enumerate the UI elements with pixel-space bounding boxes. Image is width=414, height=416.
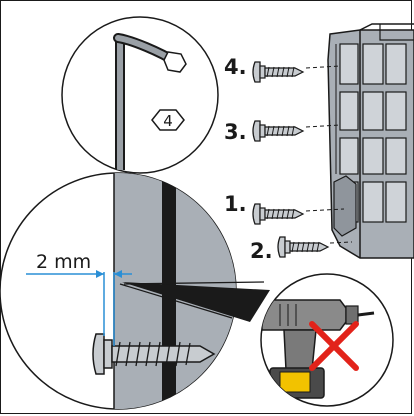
step-label-4: 4. bbox=[224, 55, 247, 79]
screw-thread bbox=[286, 208, 290, 220]
screw-thread bbox=[266, 208, 270, 220]
screw-thread bbox=[281, 125, 285, 137]
screw-thread bbox=[291, 125, 295, 137]
screw-thread bbox=[316, 241, 320, 253]
step-label-3: 3. bbox=[224, 120, 247, 144]
screw-thread bbox=[271, 66, 275, 78]
screw-step-2 bbox=[277, 236, 330, 258]
screw-flange bbox=[259, 207, 266, 221]
appliance-back-panel bbox=[327, 23, 414, 259]
screw-thread bbox=[276, 208, 280, 220]
screw-thread bbox=[311, 241, 315, 253]
screw-flange bbox=[259, 65, 266, 79]
step-label-2: 2. bbox=[250, 239, 273, 263]
screw-head bbox=[277, 236, 286, 258]
screw-flange bbox=[284, 240, 291, 254]
screw-thread bbox=[281, 66, 285, 78]
screw-thread bbox=[276, 66, 280, 78]
screw-step-3 bbox=[252, 120, 305, 142]
screw-thread bbox=[291, 241, 295, 253]
gap-dimension-lines bbox=[26, 272, 132, 346]
screw-thread bbox=[306, 241, 310, 253]
screw-thread bbox=[291, 66, 295, 78]
screw-step-4 bbox=[252, 61, 305, 83]
screw-thread bbox=[291, 208, 295, 220]
screw-thread bbox=[276, 125, 280, 137]
screw-guide-lines bbox=[305, 65, 353, 244]
screw-flange bbox=[259, 124, 266, 138]
screw-head bbox=[252, 61, 261, 83]
red-cross-icon bbox=[309, 321, 359, 371]
hex-key-callout: 4 bbox=[61, 16, 219, 174]
screw-thread bbox=[281, 208, 285, 220]
screw-step-1 bbox=[252, 203, 305, 225]
callout-pointer bbox=[122, 282, 270, 322]
screw-thread bbox=[271, 125, 275, 137]
gap-detail-screw bbox=[92, 333, 216, 375]
screw-thread bbox=[286, 66, 290, 78]
screw-head bbox=[252, 203, 261, 225]
screw-thread bbox=[301, 241, 305, 253]
screw-thread bbox=[296, 241, 300, 253]
step-label-1: 1. bbox=[224, 192, 247, 216]
allen-key-icon: 4 bbox=[151, 109, 185, 131]
screw-thread bbox=[266, 66, 270, 78]
gap-dimension-label: 2 mm bbox=[36, 251, 91, 273]
hex-key-size: 4 bbox=[163, 112, 173, 130]
screw-thread bbox=[286, 125, 290, 137]
screw-thread bbox=[271, 208, 275, 220]
drill-callout bbox=[260, 273, 394, 407]
screw-thread bbox=[266, 125, 270, 137]
screw-head bbox=[252, 120, 261, 142]
